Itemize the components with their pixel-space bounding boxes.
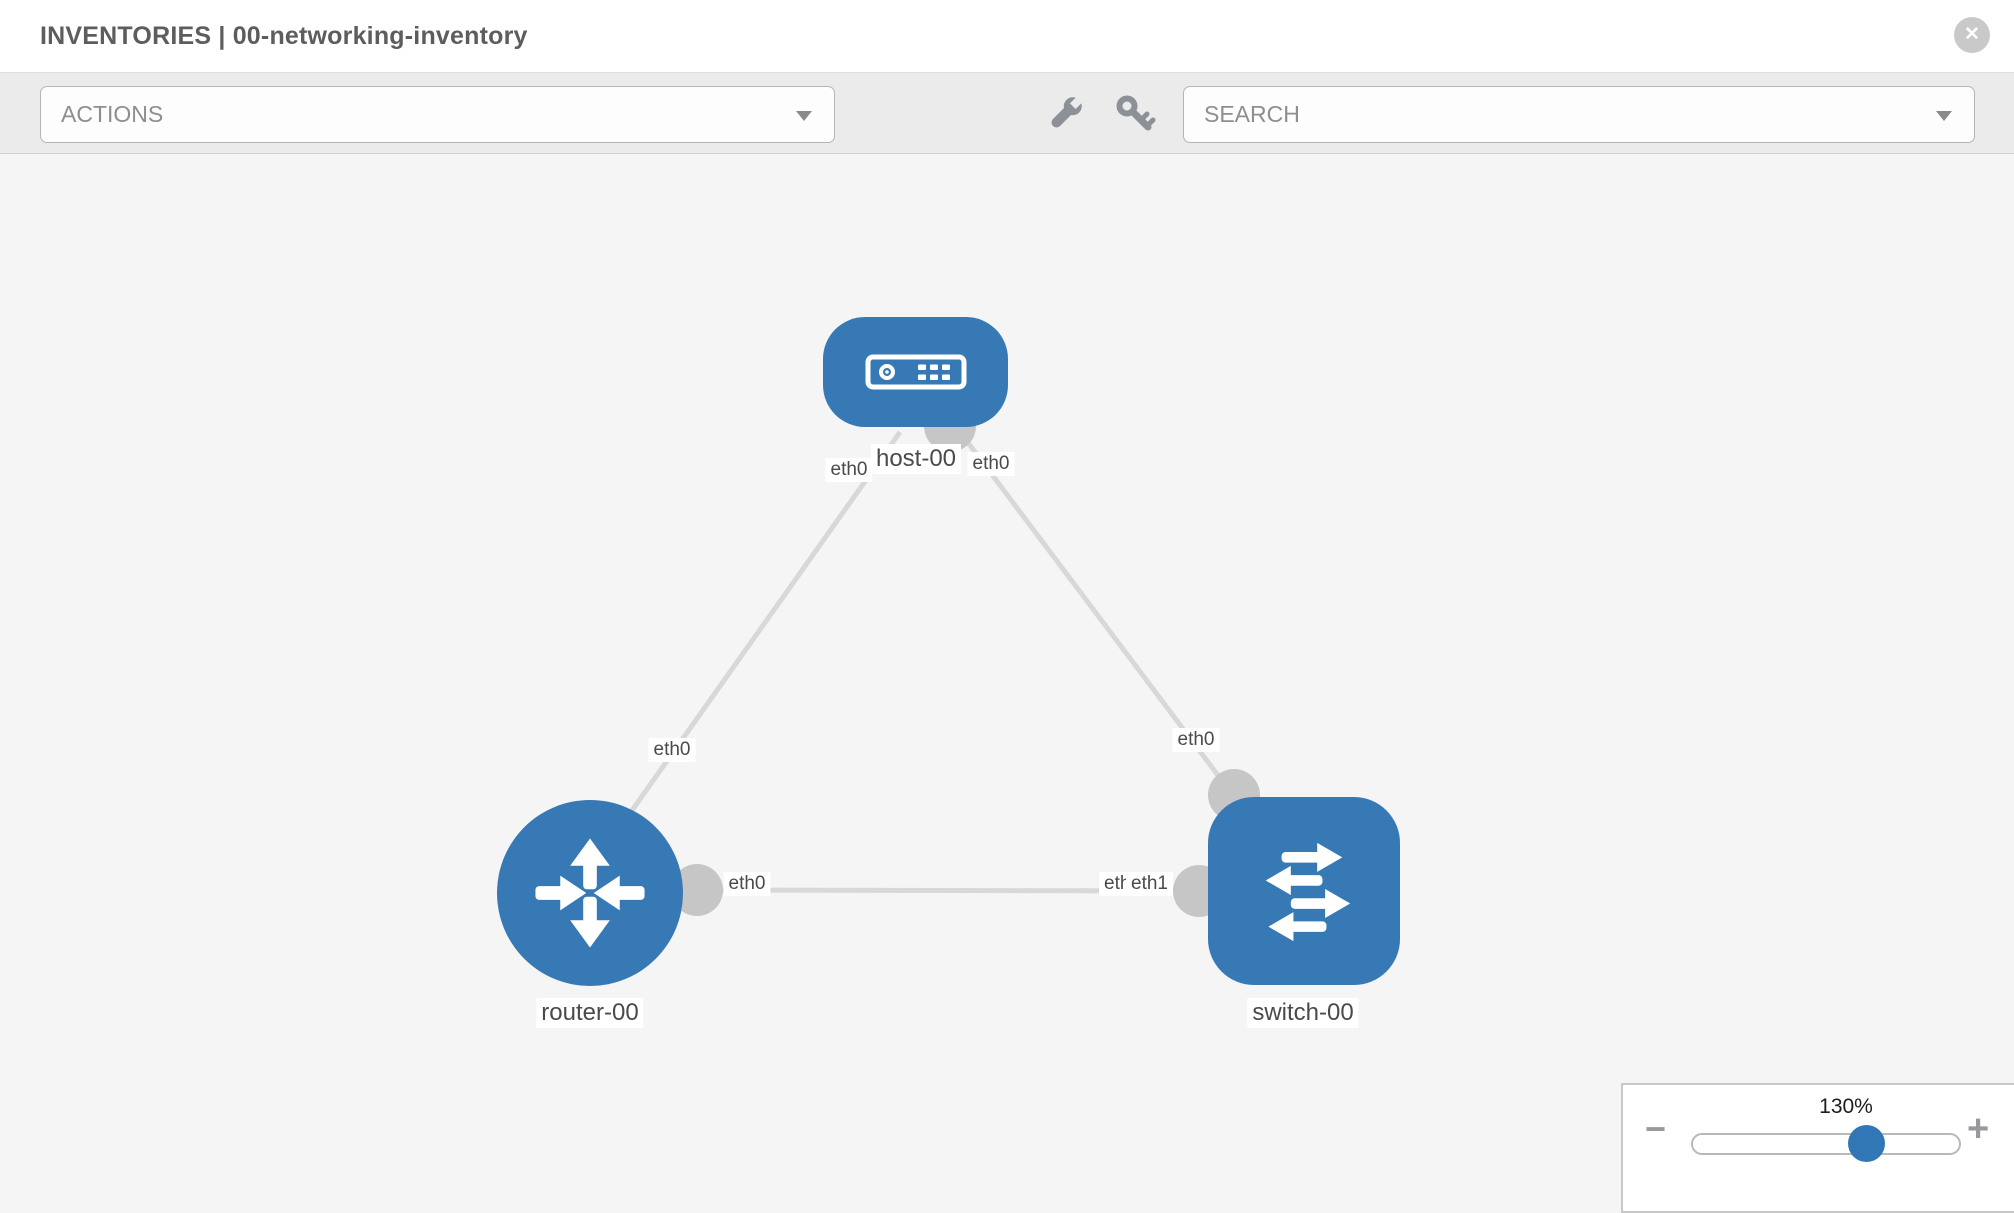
interface-label-switch-top: eth0 [1172, 728, 1220, 752]
node-label-host: host-00 [870, 444, 962, 474]
interface-label-router-right: eth0 [723, 872, 771, 896]
node-host[interactable] [823, 317, 1008, 427]
wrench-icon[interactable] [1044, 93, 1086, 135]
search-dropdown-label: SEARCH [1204, 101, 1300, 127]
topology-canvas[interactable]: host-00 router-00 switch-00 eth0 eth0 et… [0, 154, 2014, 1213]
switch-arrows-icon [1265, 842, 1351, 942]
node-label-switch: switch-00 [1247, 998, 1359, 1028]
key-icon[interactable] [1114, 93, 1156, 135]
node-label-router: router-00 [536, 998, 644, 1028]
zoom-out-button[interactable]: − [1645, 1108, 1667, 1149]
node-switch[interactable] [1208, 797, 1400, 985]
actions-dropdown[interactable]: ACTIONS [40, 86, 835, 143]
interface-label-switch-eth1: eth1 [1126, 872, 1173, 896]
link-layer [625, 400, 1260, 917]
zoom-slider-track[interactable] [1691, 1125, 1961, 1162]
server-icon [865, 354, 966, 390]
interface-label-host-right: eth0 [967, 452, 1015, 476]
page-header: INVENTORIES | 00-networking-inventory ✕ [0, 0, 2014, 72]
zoom-in-button[interactable]: + [1967, 1108, 1990, 1150]
interface-label-router-top: eth0 [648, 738, 696, 762]
toolbar: ACTIONS SEARCH [0, 72, 2014, 154]
interface-label-host-left: eth0 [825, 458, 873, 482]
zoom-slider-thumb[interactable] [1848, 1125, 1885, 1162]
actions-dropdown-label: ACTIONS [61, 101, 164, 127]
interface-label-switch-left-group: eth0 eth1 [1099, 872, 1173, 896]
zoom-level-value: 130% [1819, 1095, 1873, 1118]
node-router[interactable] [497, 800, 683, 986]
interface-dot-router [671, 864, 723, 916]
page-title: INVENTORIES | 00-networking-inventory [40, 22, 528, 50]
search-dropdown[interactable]: SEARCH [1183, 86, 1975, 143]
router-arrows-icon [535, 838, 645, 948]
chevron-down-icon [1936, 111, 1952, 121]
chevron-down-icon [796, 111, 812, 121]
zoom-panel: 130% − + [1621, 1083, 2014, 1213]
close-icon[interactable]: ✕ [1954, 17, 1990, 53]
